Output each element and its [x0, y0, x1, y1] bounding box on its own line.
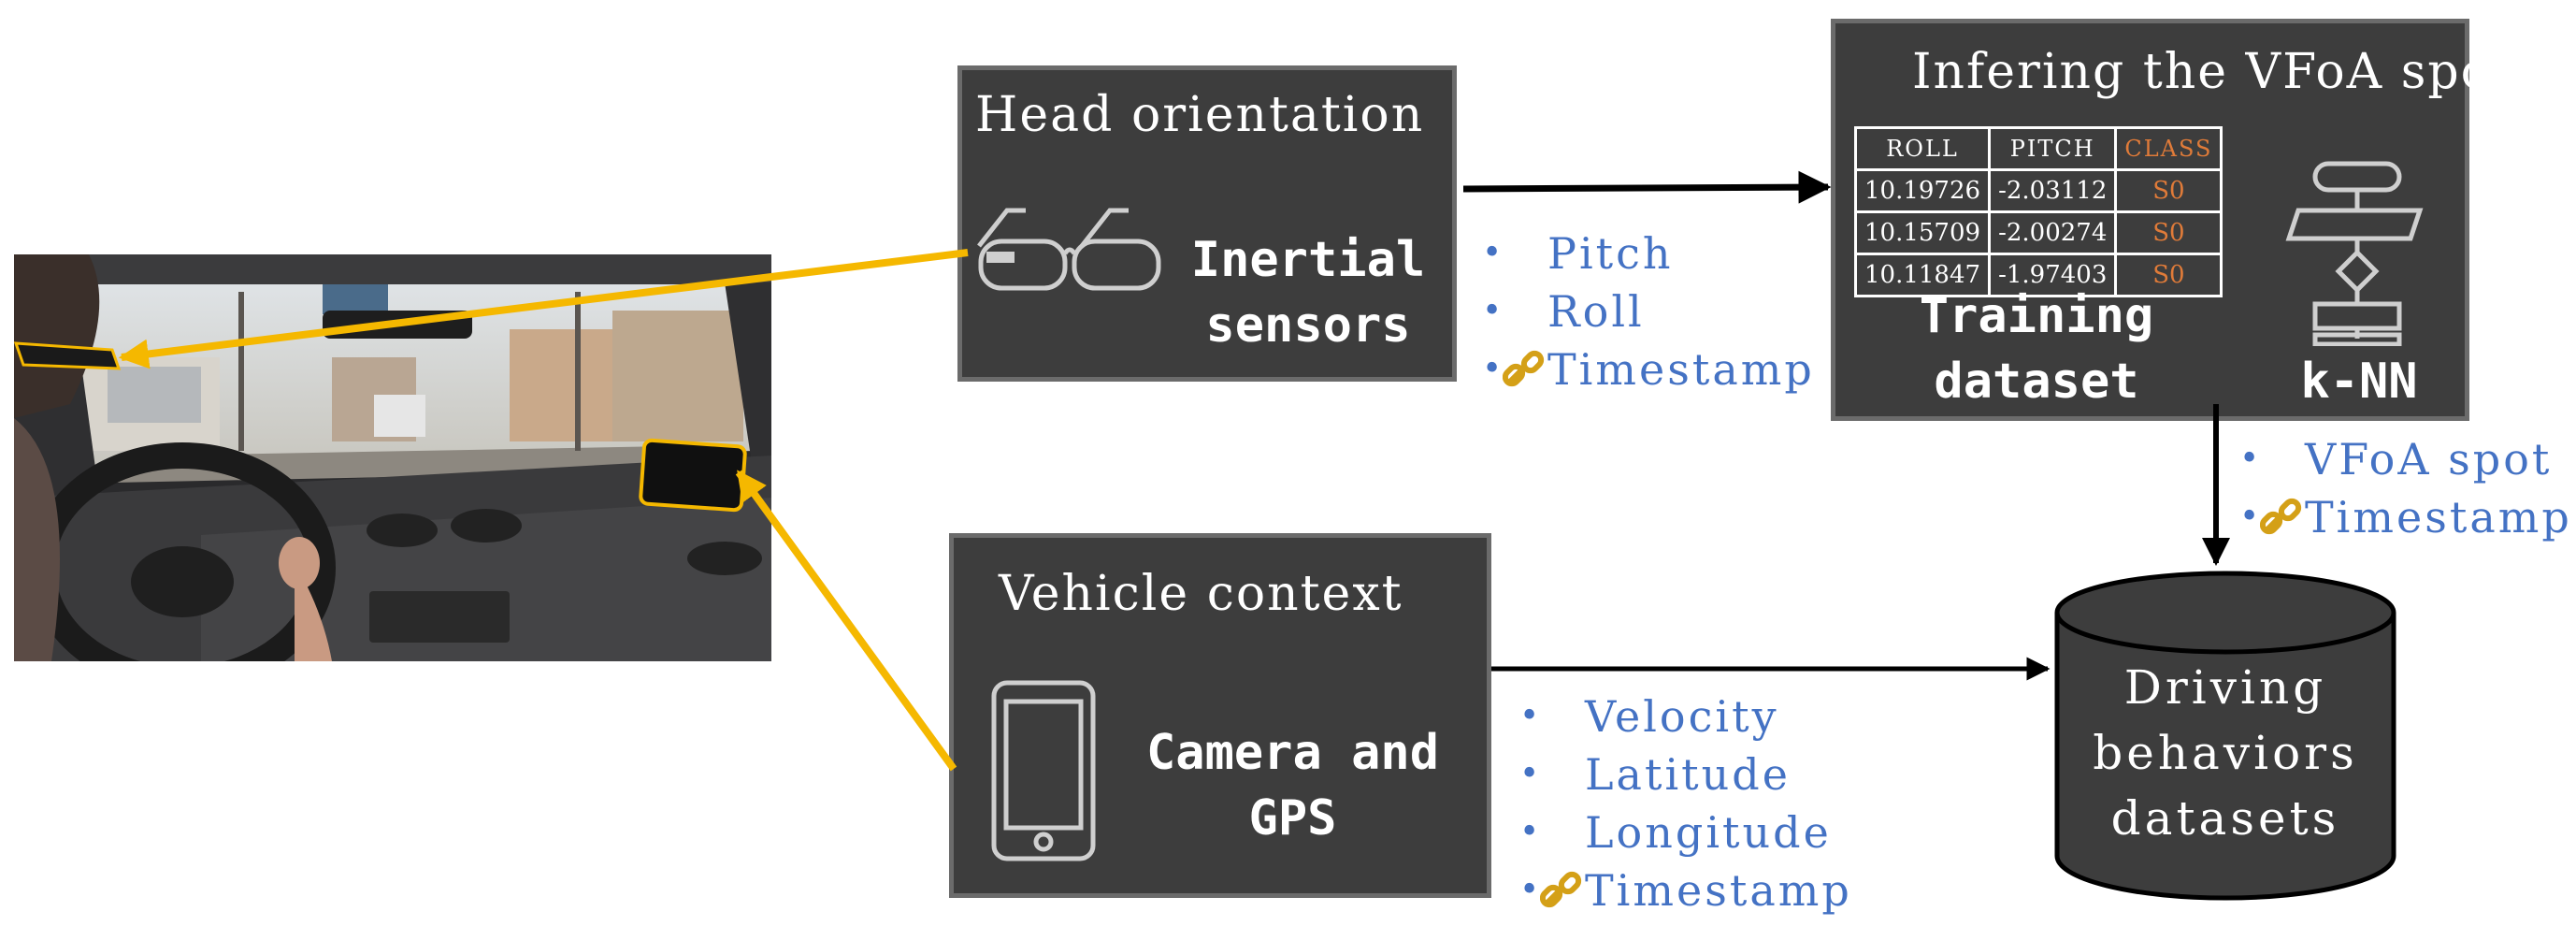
vfoa-outputs-list: •VFoA spot • Timestamp	[2239, 430, 2572, 546]
head-to-vfoa-arrow	[1462, 170, 1832, 204]
list-item: •Longitude	[1519, 807, 1832, 858]
datasets-line: datasets	[2110, 791, 2340, 846]
vehicle-context-box: Vehicle context Camera and GPS	[949, 533, 1491, 898]
head-orientation-title: Head orientation	[975, 87, 1425, 143]
inertial-line: Inertial	[1190, 232, 1426, 288]
car-interior-illustration	[14, 254, 771, 661]
list-item: •Pitch	[1482, 228, 1674, 279]
camera-gps-label: Camera and GPS	[1103, 720, 1482, 851]
list-item: •Roll	[1482, 286, 1645, 337]
list-item: •VFoA spot	[2239, 434, 2553, 485]
sensors-line: sensors	[1205, 297, 1411, 354]
table-header: CLASS	[2114, 126, 2223, 171]
table-header: PITCH	[1988, 126, 2118, 171]
table-row: 10.15709 -2.00274 S0	[1853, 210, 2223, 255]
gps-line: GPS	[1248, 790, 1337, 846]
knn-label: k-NN	[2300, 354, 2418, 410]
table-row: 10.11847 -1.97403 S0	[1853, 253, 2223, 297]
table-header: ROLL	[1853, 126, 1992, 171]
vfoa-inference-box: Infering the VFoA spot ROLL PITCH CLASS …	[1831, 19, 2511, 421]
database-label: Driving behaviors datasets	[2052, 655, 2398, 851]
training-table: ROLL PITCH CLASS 10.19726 -2.03112 S0 10…	[1853, 126, 2223, 297]
camera-and-line: Camera and	[1145, 725, 1440, 781]
link-icon	[2260, 498, 2302, 535]
table-row: 10.19726 -2.03112 S0	[1853, 168, 2223, 213]
training-dataset-label: Training dataset	[1892, 283, 2181, 414]
link-icon	[1503, 350, 1545, 387]
inertial-sensors-label: Inertial sensors	[1168, 227, 1448, 358]
dataset-line: dataset	[1934, 354, 2139, 410]
database-cylinder-icon	[2054, 571, 2396, 901]
vehicle-outputs-list: •Velocity •Latitude •Longitude • Timesta…	[1519, 687, 1852, 919]
list-item: •Velocity	[1519, 691, 1779, 742]
list-item: •Latitude	[1519, 749, 1791, 800]
glasses-icon	[977, 208, 1161, 291]
car-interior-photo	[14, 254, 771, 661]
training-line: Training	[1919, 288, 2154, 344]
list-item: • Timestamp	[2239, 492, 2572, 543]
vfoa-title: Infering the VFoA spot	[1912, 44, 2513, 100]
link-icon	[1540, 871, 1582, 908]
smartphone-icon	[991, 680, 1096, 861]
behaviors-line: behaviors	[2093, 726, 2358, 780]
list-item: • Timestamp	[1482, 344, 1815, 395]
head-orientation-box: Head orientation Inertial sensors	[957, 65, 1457, 382]
head-outputs-list: •Pitch •Roll • Timestamp	[1482, 224, 1815, 398]
list-item: • Timestamp	[1519, 865, 1852, 916]
flowchart-icon	[2285, 161, 2424, 346]
vehicle-context-title: Vehicle context	[999, 566, 1403, 622]
driving-line: Driving	[2123, 660, 2327, 715]
